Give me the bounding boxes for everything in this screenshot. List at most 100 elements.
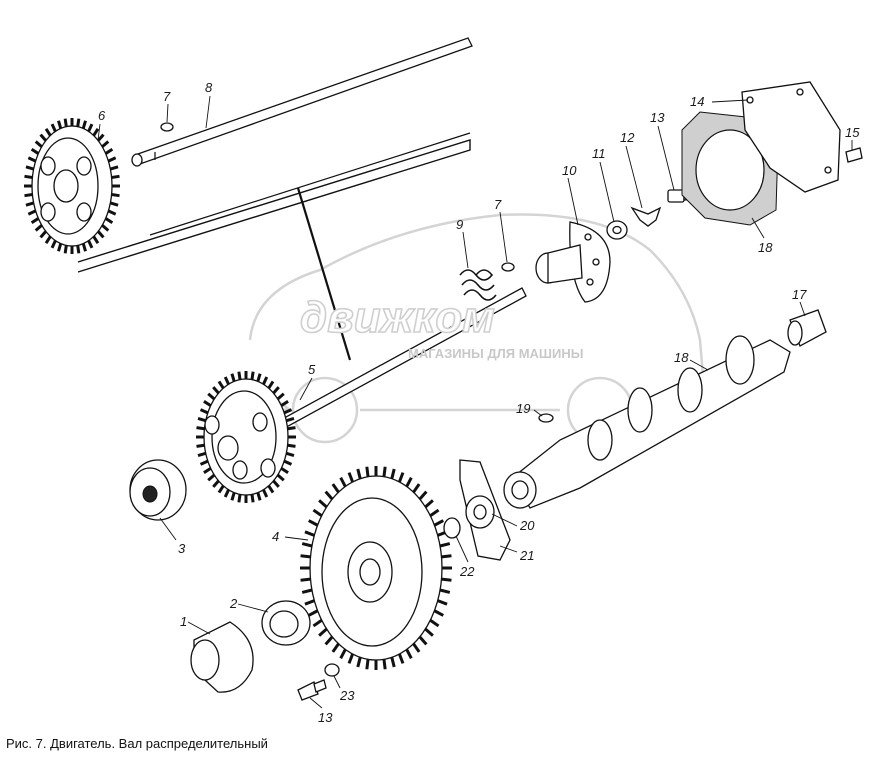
gear-tooth [424, 499, 434, 509]
gear-tooth [101, 224, 110, 232]
gear-tooth [104, 217, 114, 225]
gear-tooth [347, 472, 354, 483]
gear-tooth [199, 459, 209, 466]
gear-tooth [101, 140, 110, 148]
gear-tooth [331, 483, 340, 494]
callout-3: 3 [178, 541, 186, 556]
callout-21: 21 [519, 548, 534, 563]
gear-tooth [283, 459, 293, 466]
gear-tooth [30, 147, 40, 155]
gear-tooth [196, 426, 205, 431]
figure-caption: Рис. 7. Двигатель. Вал распределительный [6, 736, 268, 751]
gear-tooth [318, 627, 328, 637]
callout-8: 8 [205, 80, 213, 95]
gear-tooth [276, 473, 285, 482]
gear-tooth [398, 653, 405, 664]
gear-tooth [312, 619, 323, 628]
gear-tooth [301, 542, 313, 548]
gear-tooth [441, 554, 452, 559]
washer-11 [606, 220, 628, 240]
gear-tooth [230, 373, 236, 382]
gear-tooth [412, 642, 421, 653]
callout-13-top: 13 [650, 110, 665, 125]
gear-tooth [347, 653, 354, 664]
gear-tooth [237, 371, 242, 380]
gear-tooth [212, 386, 220, 395]
gear-tooth [304, 530, 315, 537]
gear-drive [196, 371, 296, 503]
gear-tooth [50, 123, 57, 133]
callout-18-top: 18 [758, 240, 773, 255]
gear-tooth [365, 466, 370, 477]
callout-labels: 6 7 8 9 7 10 11 12 13 14 18 15 17 18 19 … [98, 80, 860, 725]
wing-nut-12 [630, 206, 662, 227]
gear-tooth [207, 392, 216, 401]
key-19 [538, 413, 554, 423]
gear-tooth [429, 508, 440, 517]
leader-lines [97, 95, 853, 709]
gear-tooth [433, 609, 444, 617]
gear-tooth [111, 193, 120, 198]
gear-tooth [267, 484, 275, 494]
gear-tooth [87, 123, 94, 133]
gear-tooth [280, 400, 289, 407]
key-7-top [160, 122, 174, 132]
gear-tooth [424, 627, 434, 637]
gear-tooth [196, 443, 205, 448]
callout-1: 1 [180, 614, 187, 629]
gear-tooth [412, 483, 421, 494]
gear-tooth [76, 245, 81, 254]
gear-tooth [25, 201, 35, 207]
gear-tooth [356, 468, 362, 480]
gear-tooth [382, 466, 387, 477]
gear-tooth [44, 235, 52, 245]
callout-9: 9 [456, 217, 463, 232]
gear-tooth [382, 659, 387, 670]
gear-tooth [418, 490, 428, 501]
washer-23 [324, 663, 340, 677]
gear-tooth [207, 473, 216, 482]
gear-tooth [285, 416, 295, 423]
gear-tooth [63, 118, 68, 127]
gear-tooth [57, 120, 63, 129]
gear-tooth [331, 642, 340, 653]
gear-tooth [39, 230, 47, 239]
engine-block-edge [77, 132, 471, 361]
gear-tooth [24, 193, 33, 198]
gear-tooth [107, 209, 117, 216]
gear-tooth [81, 243, 87, 252]
bearing-3 [129, 459, 187, 521]
key-7-mid [501, 262, 515, 272]
bolt-13-bottom [297, 679, 327, 701]
callout-23: 23 [339, 688, 355, 703]
gear-tooth [199, 408, 209, 415]
gear-tooth [92, 235, 100, 245]
spring-9 [459, 269, 497, 301]
callout-7-mid: 7 [494, 197, 502, 212]
callout-2: 2 [229, 596, 238, 611]
callout-13-bottom: 13 [318, 710, 333, 725]
gear-tooth [87, 239, 94, 249]
gear-tooth [405, 476, 413, 488]
flange-10 [535, 221, 611, 303]
gear-tooth [439, 542, 451, 548]
gear-tooth [405, 648, 413, 660]
gear-tooth [272, 479, 280, 488]
gear-tooth [76, 118, 81, 127]
bolt-15 [845, 147, 863, 163]
callout-15: 15 [845, 125, 860, 140]
gear-tooth [44, 127, 52, 137]
gear-tooth [97, 133, 105, 142]
gear-tooth [230, 492, 236, 501]
callout-4: 4 [272, 529, 279, 544]
bushing-17 [787, 309, 827, 347]
gear-tooth [104, 147, 114, 155]
watermark-tagline: МАГАЗИНЫ ДЛЯ МАШИНЫ [408, 346, 583, 361]
callout-18-cam: 18 [674, 350, 689, 365]
callout-11: 11 [592, 146, 606, 161]
gear-tooth [285, 451, 295, 458]
gear-tooth [267, 380, 275, 390]
gear-tooth [107, 156, 117, 163]
callout-7-top: 7 [163, 89, 171, 104]
